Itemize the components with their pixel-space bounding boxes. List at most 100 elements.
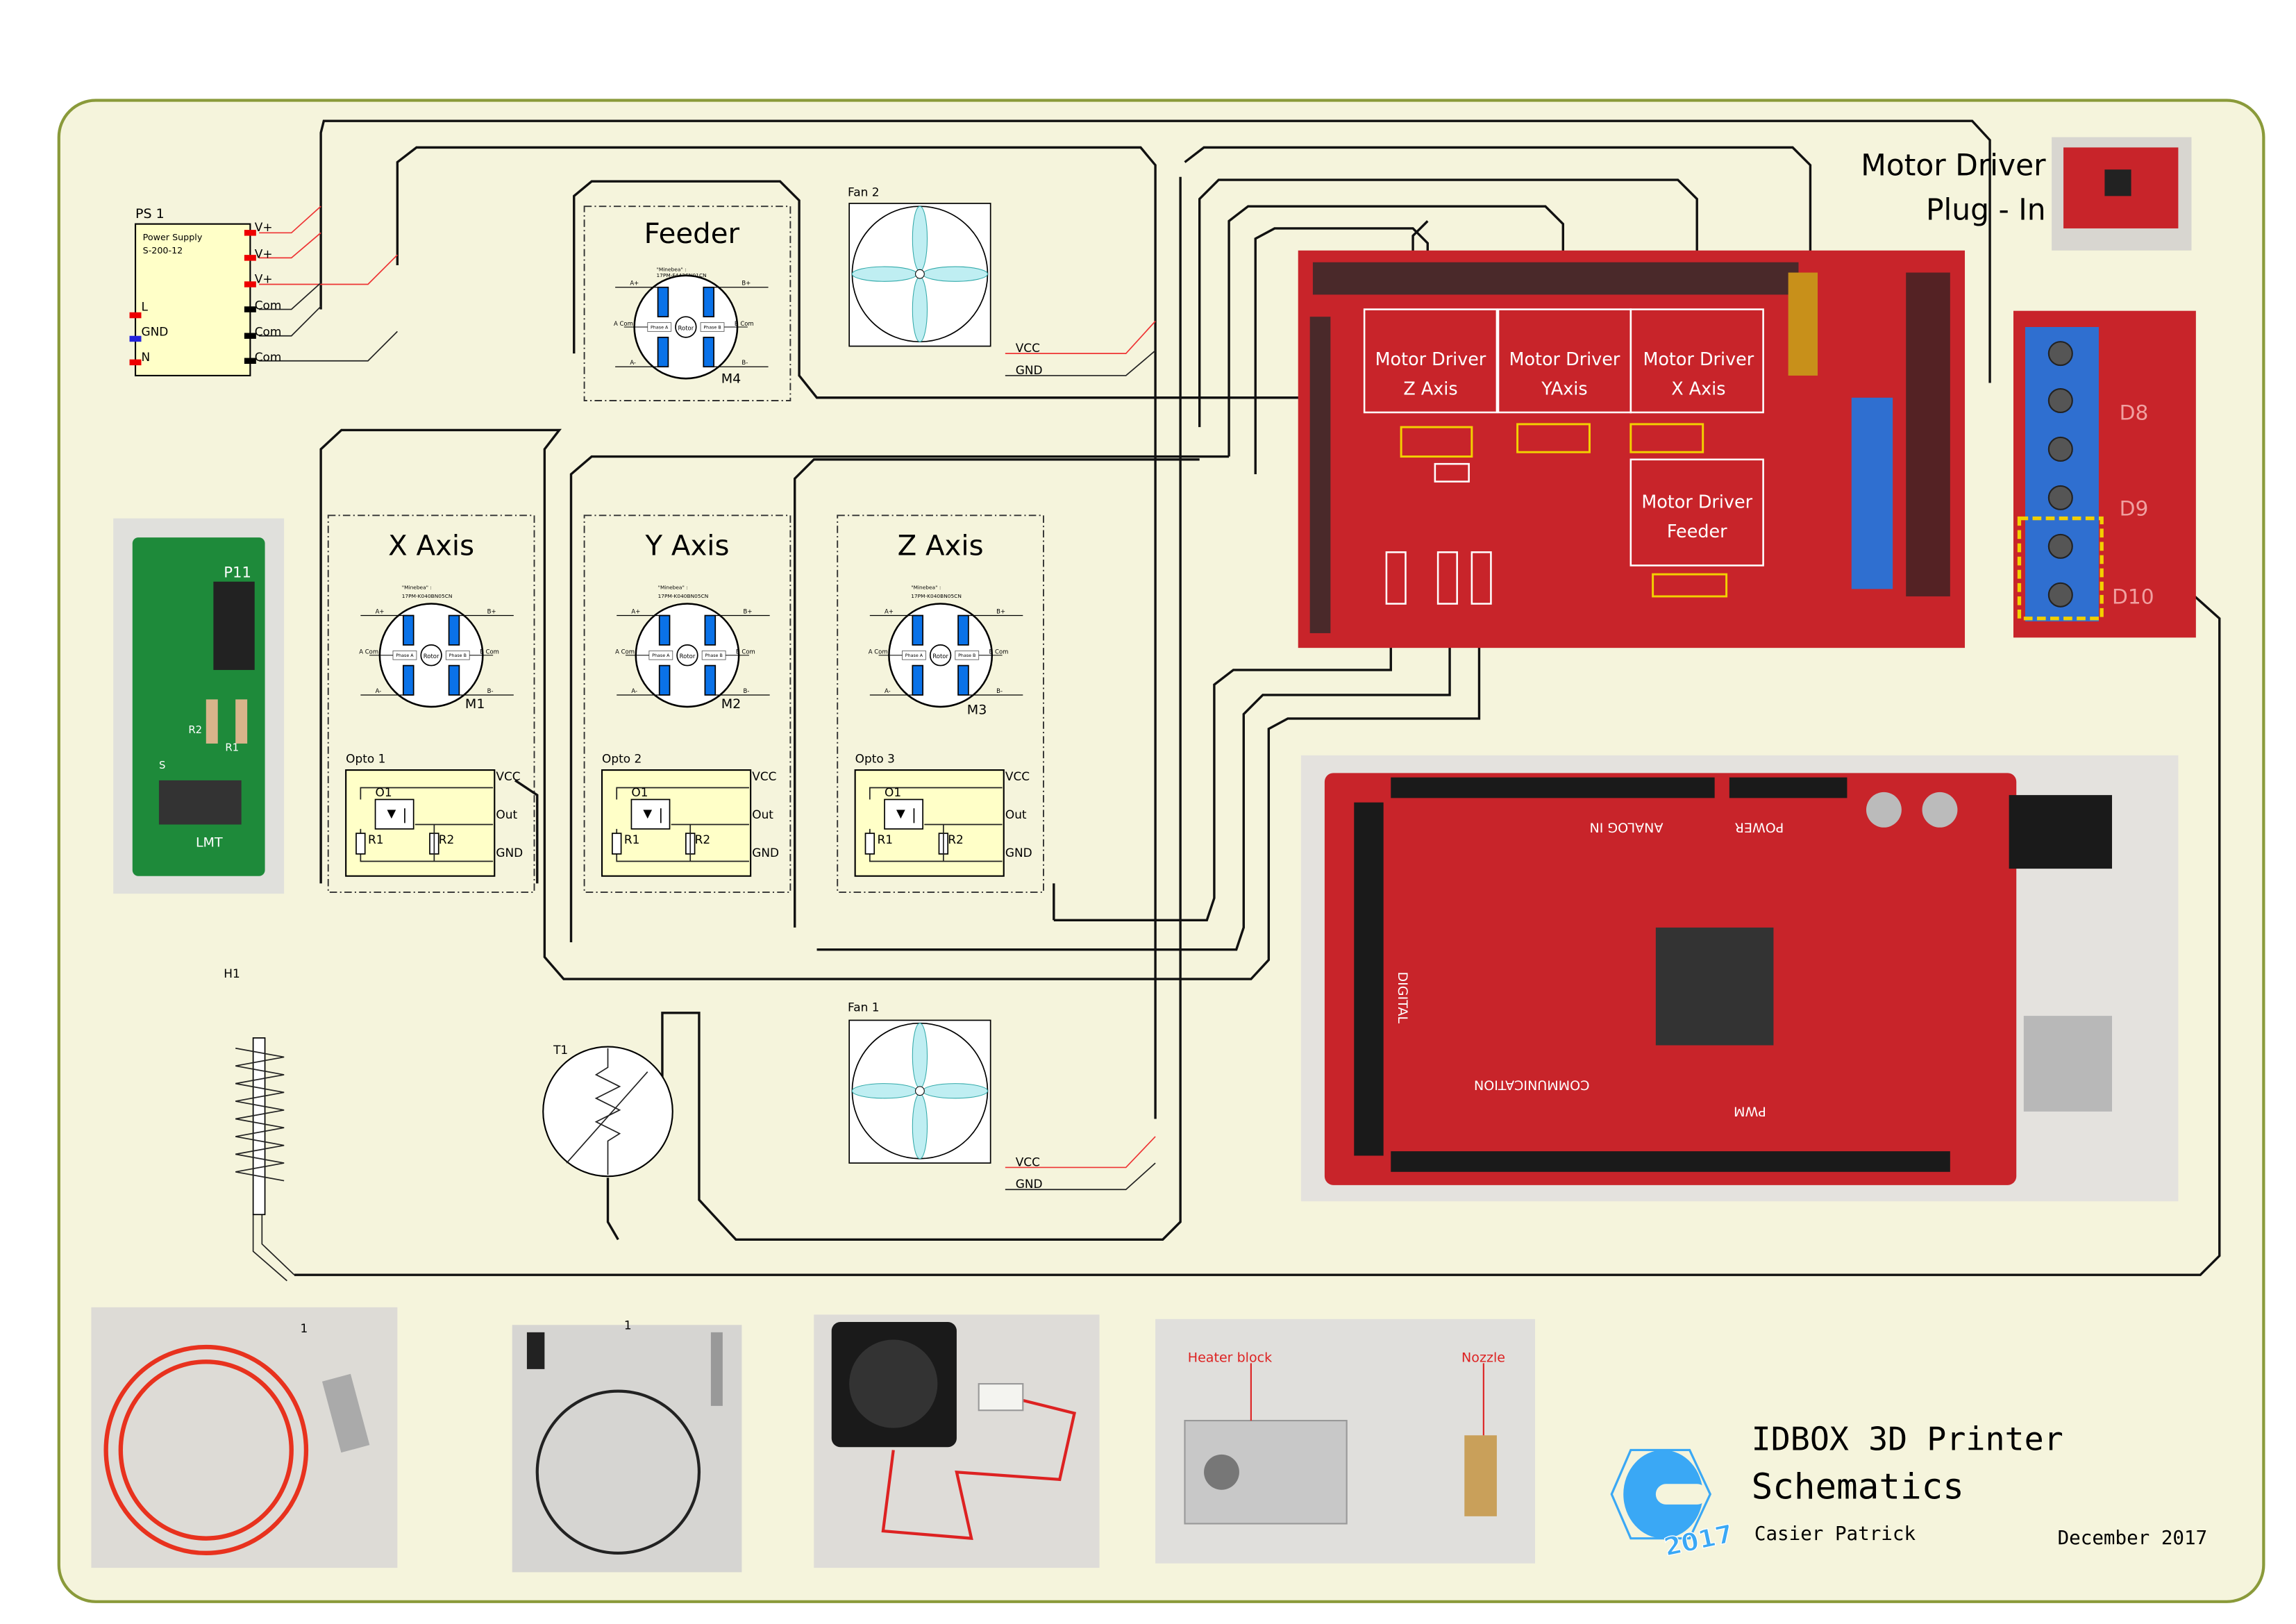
plugin-subtitle: Plug - In (1926, 192, 2046, 226)
feeder-motor: Feeder "Minebea" : 17PM-F443CN01CN A+ A-… (583, 206, 791, 401)
pin-l: L (142, 300, 149, 314)
r2-label: R2 (948, 832, 964, 846)
r1-label: R1 (624, 832, 640, 846)
r2-label: R2 (439, 832, 455, 846)
feeder-title: Feeder (644, 218, 740, 250)
thermistor-t1: T1 (542, 1043, 673, 1178)
pcb-label: R2 (188, 724, 202, 736)
thermistor-ref: T1 (553, 1043, 568, 1057)
heater-block-label: Heater block (1188, 1350, 1272, 1365)
phase-a-label: Phase A (396, 653, 414, 658)
r1-label: R1 (368, 832, 384, 846)
phase-a-label: Phase A (652, 653, 670, 658)
vcc-pin: VCC (752, 769, 776, 783)
vcc-pin: VCC (1005, 769, 1030, 783)
pin-com2: Com (255, 325, 282, 339)
out-pin: Out (496, 807, 517, 821)
wiring (252, 119, 2221, 1282)
b-minus-label: B- (741, 359, 748, 366)
motor-driver-plugin: Motor Driver Plug - In (1861, 137, 2192, 251)
fan-title: Fan 2 (848, 185, 879, 199)
a-com-label: A Com (614, 320, 633, 327)
board-label: ANALOG IN (1589, 819, 1663, 835)
o1-label: O1 (376, 785, 392, 799)
opto-label: Opto 2 (602, 751, 642, 765)
board-label: COMMUNICATION (1474, 1077, 1589, 1092)
motor-maker: "Minebea" : (402, 584, 432, 590)
opto-label: Opto 3 (855, 751, 895, 765)
phase-b-label: Phase B (449, 653, 467, 658)
callout-number: 1 (624, 1319, 632, 1332)
date: December 2017 (2058, 1527, 2208, 1549)
phase-b-label: Phase B (958, 653, 975, 658)
a-minus-label: A- (885, 687, 891, 694)
phase-a-label: Phase A (651, 325, 669, 330)
ps-ref: PS 1 (135, 206, 165, 221)
driver-axis: YAxis (1541, 378, 1587, 399)
x-axis-block: X Axis "Minebea" : 17PM-K040BN05CN A+ A-… (327, 514, 535, 893)
motor-ref: M3 (967, 703, 987, 718)
gnd-pin: GND (496, 846, 523, 860)
motor-ref: M4 (721, 371, 741, 387)
phase-b-label: Phase B (703, 325, 721, 330)
driver-label: Motor Driver (1643, 349, 1754, 369)
a-com-label: A Com (615, 648, 635, 655)
motor-pin-labels: A+ A- A Com B+ B- B Com Phase A Phase B … (615, 608, 755, 694)
heater-block-nozzle-photo: Heater block Nozzle (1155, 1319, 1536, 1564)
pcb-label: R1 (225, 742, 239, 754)
gnd-pin: GND (752, 846, 779, 860)
a-minus-label: A- (631, 687, 637, 694)
phase-a-label: Phase A (905, 653, 923, 658)
thermistor-photo: 1 (512, 1319, 742, 1573)
motor-ref: M1 (465, 696, 485, 712)
rotor-label: Rotor (680, 653, 696, 660)
pin-v2: V+ (255, 246, 273, 260)
z-axis-block: Z Axis "Minebea" : 17PM-K040BN05CN A+ A-… (837, 514, 1044, 893)
author: Casier Patrick (1754, 1523, 1916, 1545)
out-pin: Out (752, 807, 773, 821)
out-pin: Out (1005, 807, 1027, 821)
terminal-label: D9 (2120, 496, 2149, 520)
arduino-mega-photo: POWER ANALOG IN DIGITAL COMMUNICATION PW… (1300, 755, 2179, 1202)
terminal-block-photo: D8 D9 D10 (2013, 310, 2196, 638)
o1-label: O1 (631, 785, 648, 799)
b-com-label: B Com (480, 648, 499, 655)
b-com-label: B Com (736, 648, 755, 655)
a-plus-label: A+ (376, 608, 385, 614)
r1-label: R1 (877, 832, 893, 846)
motor-pin-labels: A+ A- A Com B+ B- B Com Phase A Phase B … (869, 608, 1009, 694)
b-com-label: B Com (735, 320, 754, 327)
fan-1: Fan 1 VCC GND (848, 1001, 1043, 1191)
rotor-label: Rotor (678, 324, 694, 331)
fan-gnd: GND (1016, 1177, 1043, 1191)
b-plus-label: B+ (996, 608, 1005, 614)
driver-axis: Z Axis (1403, 378, 1457, 399)
r2-label: R2 (695, 832, 711, 846)
document-title: IDBOX 3D Printer (1752, 1420, 2063, 1457)
driver-axis: Feeder (1667, 521, 1727, 542)
endstop-pcb-photo: P11 R2 R1 S LMT (113, 518, 285, 894)
terminal-label: D10 (2112, 585, 2154, 609)
axis-title: X Axis (388, 530, 474, 562)
y-axis-block: Y Axis "Minebea" : 17PM-K040BN05CN A+ A-… (583, 514, 791, 893)
a-plus-label: A+ (885, 608, 894, 614)
motor-pin-labels: A+ A- A Com B+ B- B Com Phase A Phase B … (614, 280, 754, 366)
heater-cartridge-photo: 1 (91, 1307, 398, 1568)
pcb-label: S (159, 760, 165, 771)
a-plus-label: A+ (631, 608, 640, 614)
gnd-pin: GND (1005, 846, 1032, 860)
fan-title: Fan 1 (848, 1001, 879, 1014)
b-plus-label: B+ (741, 280, 751, 287)
b-com-label: B Com (989, 648, 1009, 655)
driver-label: Motor Driver (1509, 349, 1620, 369)
rotor-label: Rotor (424, 653, 439, 660)
pcb-label: LMT (196, 835, 223, 850)
title-block: 2017 IDBOX 3D Printer Schematics Casier … (1610, 1420, 2208, 1562)
heater-ref: H1 (224, 966, 240, 980)
phase-b-label: Phase B (705, 653, 722, 658)
board-label: POWER (1735, 819, 1784, 835)
ramps-board-photo: Motor Driver Z Axis Motor Driver YAxis M… (1298, 250, 1966, 648)
o1-label: O1 (885, 785, 901, 799)
logo: 2017 (1610, 1448, 1736, 1562)
